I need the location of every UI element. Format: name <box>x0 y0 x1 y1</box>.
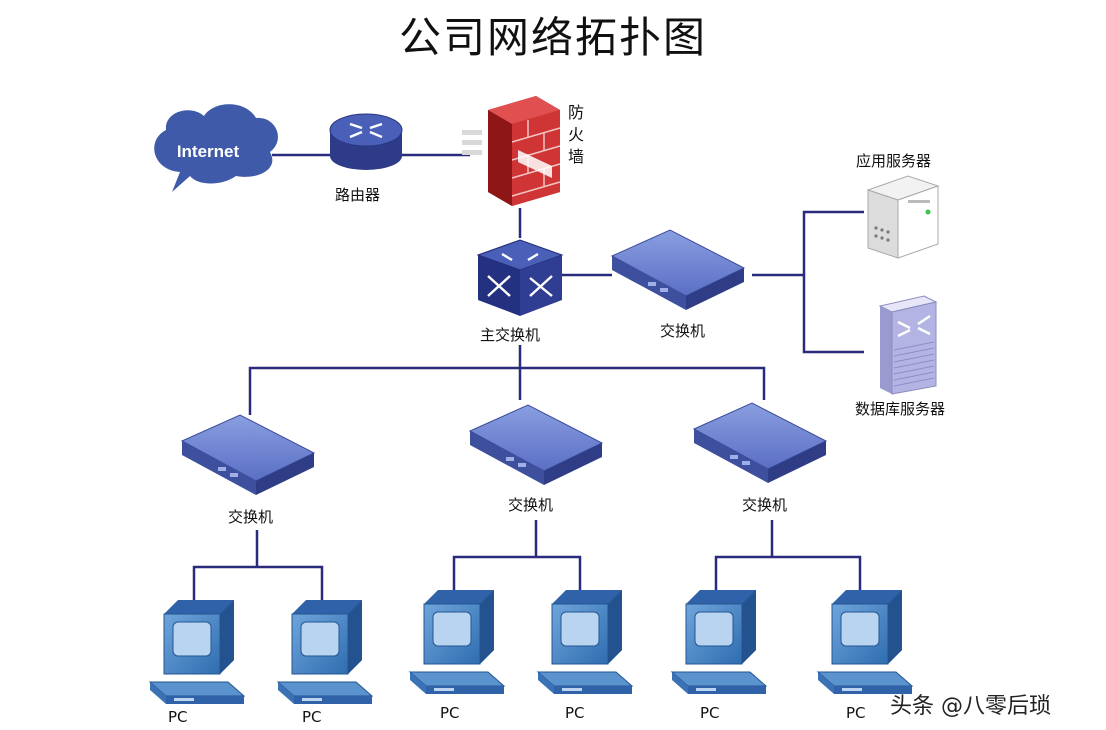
access-switch-icon <box>181 414 315 496</box>
server-switch-icon <box>611 229 745 311</box>
internet-label: Internet <box>177 142 240 161</box>
pc-label: PC <box>302 708 322 726</box>
router-label: 路由器 <box>335 186 381 204</box>
db-server-icon <box>878 295 938 395</box>
page-title: 公司网络拓扑图 <box>398 13 707 62</box>
watermark: 头条 @八零后琐 <box>890 694 1051 719</box>
pc-icon <box>817 589 913 695</box>
pc-icon <box>671 589 767 695</box>
pc-label: PC <box>440 704 460 722</box>
pc-label: PC <box>565 704 585 722</box>
link-sw3-pcs <box>714 555 862 592</box>
pc-icon <box>409 589 505 695</box>
db-server-label: 数据库服务器 <box>855 400 946 418</box>
server-switch-label: 交换机 <box>660 322 706 340</box>
link-sw1-pcs <box>192 565 324 602</box>
access-switch-label: 交换机 <box>508 496 554 514</box>
app-server-icon <box>866 175 940 259</box>
pc-icon <box>537 589 633 695</box>
connection-lines <box>192 153 864 602</box>
pc-label: PC <box>846 704 866 722</box>
pc-label: PC <box>700 704 720 722</box>
pc-label: PC <box>168 708 188 726</box>
pc-icon <box>149 599 245 705</box>
firewall-label: 防火墙 <box>568 103 585 166</box>
link-server-branch <box>802 210 864 354</box>
access-switch-icon <box>469 404 603 486</box>
core-switch-label: 主交换机 <box>480 326 541 344</box>
core-switch-icon <box>476 239 564 316</box>
pc-icon <box>277 599 373 705</box>
access-switch-icon <box>693 402 827 484</box>
internet-cloud-icon: Internet <box>154 104 278 192</box>
link-sw2-pcs <box>452 555 582 592</box>
firewall-icon <box>462 96 561 206</box>
app-server-label: 应用服务器 <box>856 152 932 170</box>
router-icon <box>329 113 403 170</box>
access-switch-label: 交换机 <box>228 508 274 526</box>
access-switch-label: 交换机 <box>742 496 788 514</box>
link-distribution-bus <box>248 366 766 415</box>
